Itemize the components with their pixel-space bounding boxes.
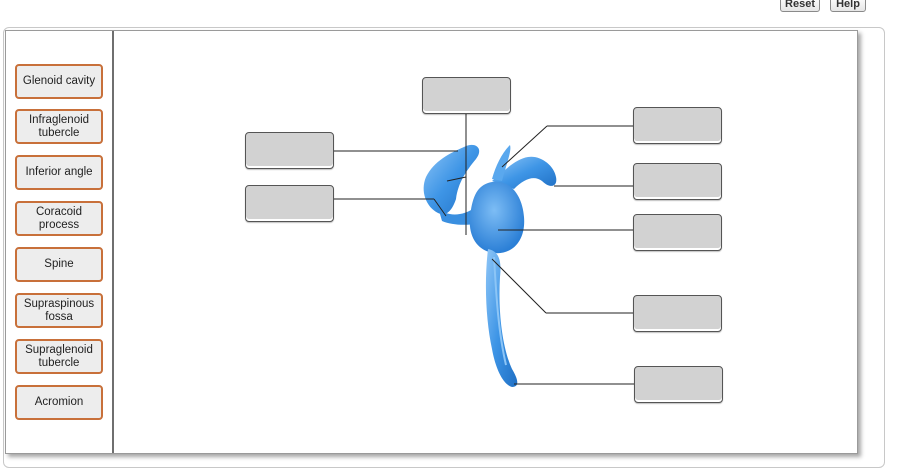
- label-acromion[interactable]: Acromion: [15, 385, 103, 420]
- drop-target-right-2[interactable]: [633, 163, 722, 200]
- label-bank: Glenoid cavity Infraglenoid tubercle Inf…: [6, 31, 114, 453]
- labeling-panel: Glenoid cavity Infraglenoid tubercle Inf…: [5, 30, 858, 454]
- label-supraglenoid-tubercle[interactable]: Supraglenoid tubercle: [15, 339, 103, 374]
- drop-target-right-4[interactable]: [633, 295, 722, 332]
- label-inferior-angle[interactable]: Inferior angle: [15, 155, 103, 190]
- label-supraspinous-fossa[interactable]: Supraspinous fossa: [15, 293, 103, 328]
- drop-target-right-1[interactable]: [633, 107, 722, 144]
- drop-target-left-upper[interactable]: [245, 132, 334, 169]
- label-spine[interactable]: Spine: [15, 247, 103, 282]
- label-glenoid-cavity[interactable]: Glenoid cavity: [15, 64, 103, 99]
- reset-button[interactable]: Reset: [780, 0, 820, 12]
- scapula-icon: [423, 144, 557, 387]
- scapula-diagram: [333, 114, 634, 387]
- drop-target-left-lower[interactable]: [245, 185, 334, 222]
- label-infraglenoid-tubercle[interactable]: Infraglenoid tubercle: [15, 109, 103, 144]
- help-button[interactable]: Help: [830, 0, 866, 12]
- drop-target-top[interactable]: [422, 77, 511, 114]
- drop-target-right-3[interactable]: [633, 214, 722, 251]
- drop-target-right-5[interactable]: [634, 366, 723, 403]
- label-coracoid-process[interactable]: Coracoid process: [15, 201, 103, 236]
